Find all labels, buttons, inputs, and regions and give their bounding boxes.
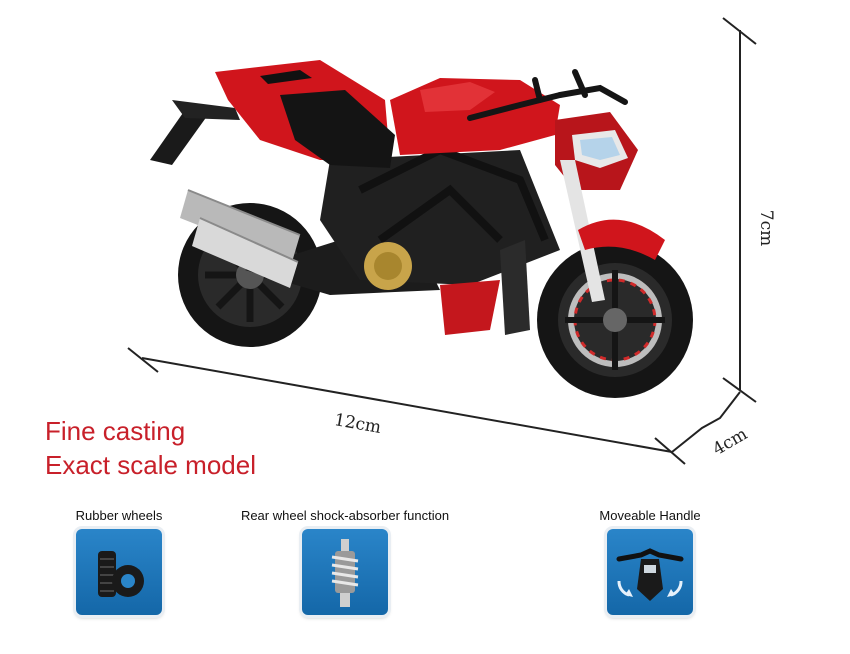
- feature-moveable-handle: Moveable Handle: [585, 508, 715, 615]
- front-wheel: [537, 242, 693, 398]
- shock-absorber-icon: [302, 529, 388, 615]
- headline-exact-scale: Exact scale model: [45, 450, 256, 480]
- tire-icon: [76, 529, 162, 615]
- headline-fine-casting: Fine casting: [45, 416, 186, 446]
- feature-shock-absorber: Rear wheel shock-absorber function: [225, 508, 465, 615]
- dimension-lines: [127, 17, 757, 465]
- front-fork: [560, 160, 665, 302]
- feature-label: Rubber wheels: [75, 508, 163, 523]
- feature-label: Rear wheel shock-absorber function: [240, 508, 450, 523]
- tail: [150, 100, 240, 165]
- frame: [245, 145, 560, 335]
- exhaust-pipes: [180, 189, 301, 288]
- handlebar-rotate-icon: [607, 529, 693, 615]
- height-dimension-label: 7cm: [756, 209, 777, 247]
- feature-rubber-wheels: Rubber wheels: [54, 508, 184, 615]
- feature-label: Moveable Handle: [599, 508, 701, 523]
- handlebars: [467, 69, 628, 121]
